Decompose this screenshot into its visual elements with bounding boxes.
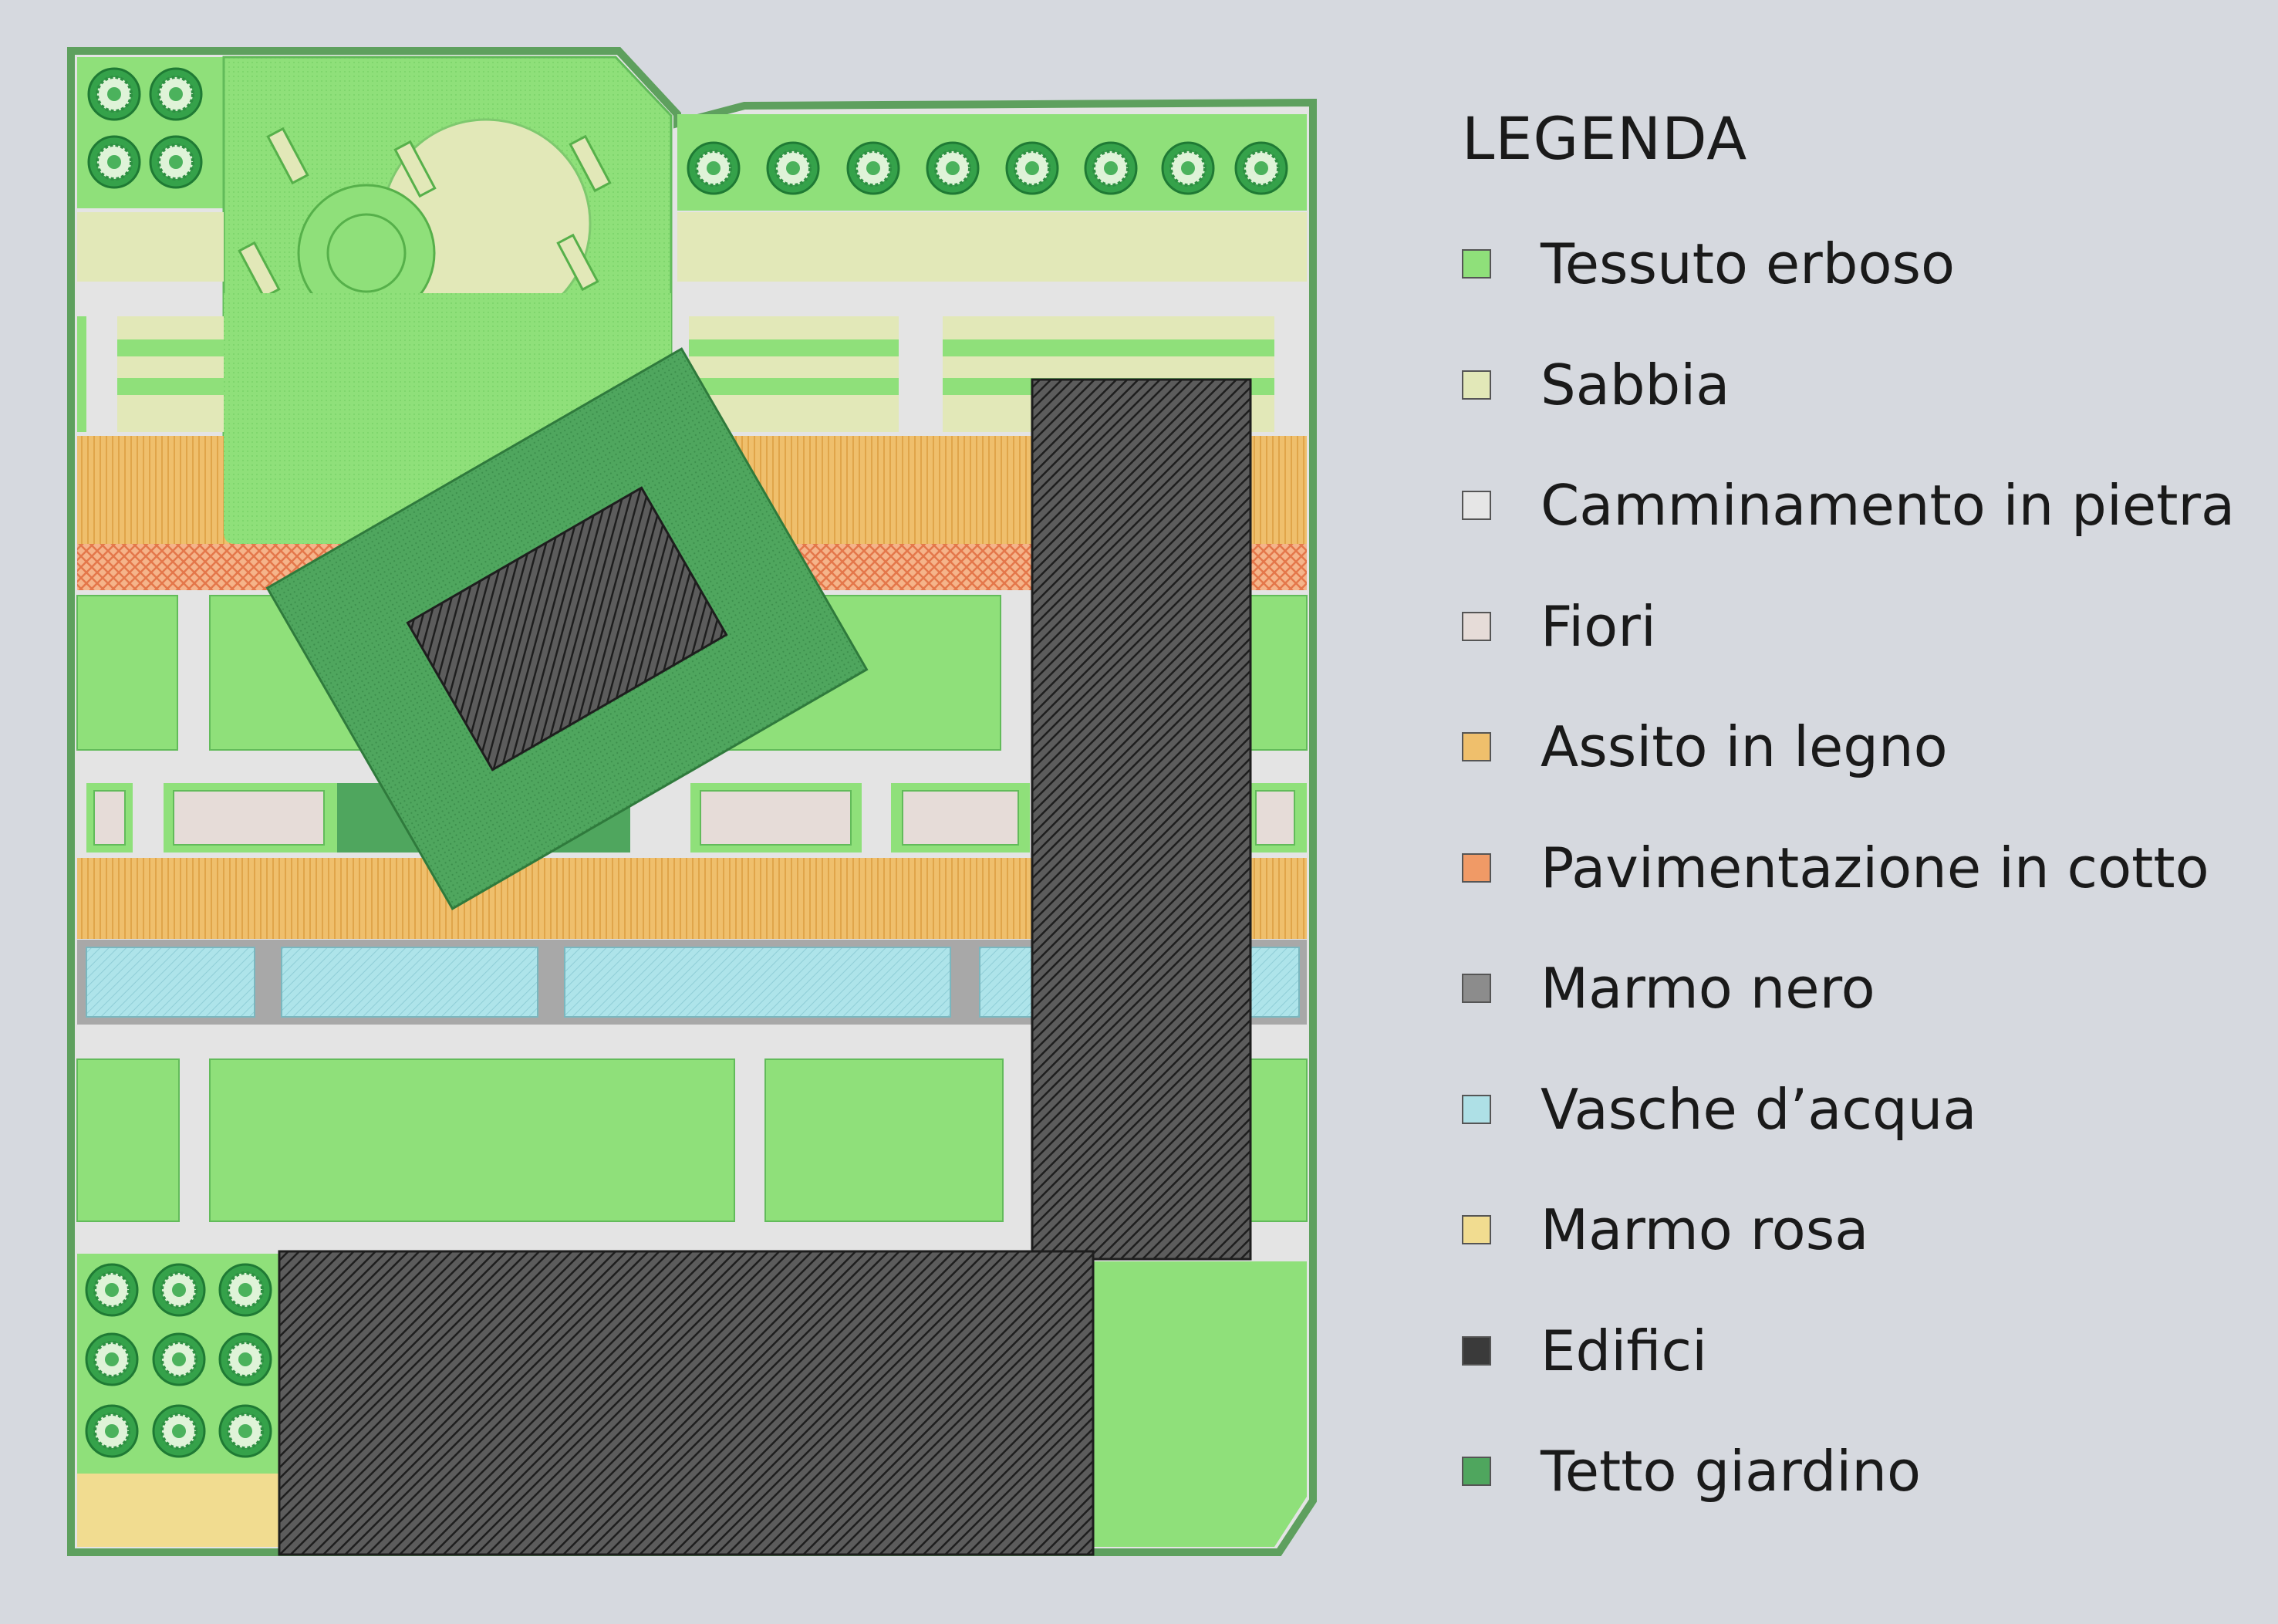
tree-icon	[152, 1404, 206, 1458]
legend: LEGENDA Tessuto erboso Sabbia Camminamen…	[1462, 100, 2249, 1532]
water-basin	[1249, 947, 1300, 1018]
tree-icon	[1161, 141, 1215, 195]
legend-item: Edifici	[1462, 1291, 2249, 1412]
bench	[569, 134, 612, 193]
legend-label: Tetto giardino	[1541, 1439, 1921, 1504]
legend-item: Camminamento in pietra	[1462, 445, 2249, 566]
pink-marble-swatch	[1462, 1215, 1491, 1245]
tree-icon	[218, 1332, 272, 1386]
tree-icon	[1234, 141, 1288, 195]
tree-icon	[846, 141, 900, 195]
fountain-inner-ring	[326, 213, 407, 293]
lawn-bed	[1249, 595, 1308, 751]
lawn-bed-lower	[209, 1058, 735, 1222]
legend-label: Camminamento in pietra	[1541, 473, 2236, 539]
tree-icon	[149, 135, 203, 189]
lawn-bed	[76, 595, 178, 751]
tree-icon	[87, 67, 141, 121]
garden-site-plan	[67, 47, 1317, 1556]
legend-label: Vasche d’acqua	[1541, 1076, 1977, 1142]
tree-icon	[218, 1404, 272, 1458]
tree-icon	[926, 141, 980, 195]
building-tall	[1031, 378, 1252, 1261]
legend-label: Pavimentazione in cotto	[1541, 835, 2209, 900]
legend-item: Sabbia	[1462, 325, 2249, 446]
roof-garden-swatch	[1462, 1457, 1491, 1487]
tree-icon	[87, 135, 141, 189]
buildings-swatch	[1462, 1335, 1491, 1366]
tree-icon	[85, 1332, 139, 1386]
legend-label: Marmo rosa	[1541, 1197, 1869, 1263]
legend-item: Marmo rosa	[1462, 1170, 2249, 1291]
bench	[393, 140, 437, 198]
legend-label: Fiori	[1541, 593, 1656, 659]
sand-strip-right	[677, 212, 1307, 282]
water-basin	[564, 947, 951, 1018]
tree-icon	[85, 1263, 139, 1317]
legend-label: Marmo nero	[1541, 956, 1875, 1021]
black-marble-swatch	[1462, 974, 1491, 1004]
legend-item: Pavimentazione in cotto	[1462, 808, 2249, 929]
black-marble-inner	[406, 486, 728, 771]
tree-icon	[1005, 141, 1059, 195]
sand-swatch	[1462, 370, 1491, 400]
lawn-bottom-right	[1092, 1261, 1307, 1547]
pink-marble-area	[77, 1474, 279, 1547]
bench	[556, 233, 599, 292]
terracotta-swatch	[1462, 853, 1491, 883]
bench	[266, 127, 309, 185]
legend-label: Assito in legno	[1541, 714, 1948, 780]
legend-label: Sabbia	[1541, 352, 1730, 417]
legend-label: Edifici	[1541, 1318, 1708, 1383]
legend-label: Tessuto erboso	[1541, 231, 1956, 297]
tree-icon	[152, 1263, 206, 1317]
legend-items: Tessuto erboso Sabbia Camminamento in pi…	[1462, 204, 2249, 1532]
water-basin	[86, 947, 255, 1018]
legend-item: Marmo nero	[1462, 928, 2249, 1049]
tree-icon	[766, 141, 820, 195]
legend-item: Assito in legno	[1462, 687, 2249, 808]
grass-swatch	[1462, 249, 1491, 279]
legend-item: Fiori	[1462, 566, 2249, 687]
legend-item: Vasche d’acqua	[1462, 1049, 2249, 1170]
tree-icon	[85, 1404, 139, 1458]
lawn-bed-lower	[764, 1058, 1004, 1222]
flowers-swatch	[1462, 611, 1491, 641]
tree-icon	[218, 1263, 272, 1317]
tree-icon	[152, 1332, 206, 1386]
wood-deck-swatch	[1462, 732, 1491, 762]
lawn-bed-lower	[1249, 1058, 1308, 1222]
water-basin-swatch	[1462, 1094, 1491, 1124]
water-basin	[281, 947, 538, 1018]
stone-path-swatch	[1462, 491, 1491, 521]
building-bottom	[278, 1250, 1095, 1556]
roof-garden	[265, 347, 869, 910]
tree-icon	[1084, 141, 1138, 195]
sand-strip-left	[77, 212, 224, 282]
tree-icon	[687, 141, 741, 195]
trees-layer	[85, 67, 1288, 1458]
legend-item: Tessuto erboso	[1462, 204, 2249, 325]
legend-item: Tetto giardino	[1462, 1411, 2249, 1532]
legend-title: LEGENDA	[1462, 104, 1748, 173]
grass-stripes-upper	[77, 316, 1274, 432]
tree-icon	[149, 67, 203, 121]
lawn-bed-lower	[76, 1058, 180, 1222]
